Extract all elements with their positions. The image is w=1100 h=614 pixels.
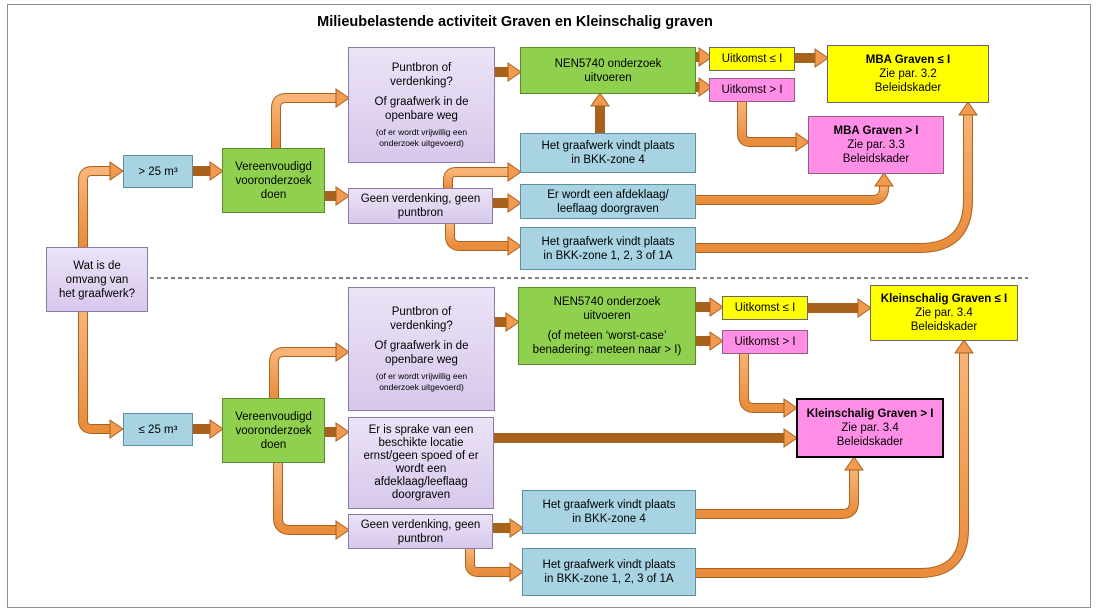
arrowhead-gt25-pre [209,161,224,181]
result-gt-box-top: Uitkomst > I [709,78,795,102]
arrowhead-start-bottom [109,419,124,439]
arrowhead-nosus-zone4-top [507,162,522,182]
arrow-nosus-z123-bot [466,549,510,576]
arrow-pre-nosus-bot [274,463,336,534]
arrowhead-le-ks-bot [857,298,872,318]
arrowhead-cover-mba-top [874,172,894,187]
arrow-start-top [79,167,110,247]
arrowhead-spoed-ks-bot [783,428,798,448]
arrow-outline-gt-mba-top [737,102,796,147]
diagram-frame [7,4,1091,608]
arrowhead-nen-gt-top [698,77,713,97]
arrowhead-pre-nosus-top [335,186,350,206]
arrow-z123-ks-bot [696,353,968,577]
size-le25-box: ≤ 25 m³ [123,413,193,446]
arrow-nosus-z123-top [446,224,508,250]
size-gt25-box: > 25 m³ [123,155,193,188]
arrowhead-sus-nen-bot [505,312,520,332]
arrowhead-nen-gt-bot [709,331,724,351]
arrow-outline-start-bottom [78,312,110,434]
arrow-outline-start-top [78,166,110,247]
arrowhead-pre-nosus-bot [335,520,350,540]
arrowhead-zone4-nen-top [590,92,610,107]
arrowhead-z123-mba-top [958,101,978,116]
arrowhead-z123-ks-bot [954,339,974,354]
arrow-cover-mba-top [696,184,888,204]
arrow-nosus-zone4-top [444,168,508,188]
arrow-outline-pre-suspect-bot [269,347,336,398]
result-gt-box-bottom: Uitkomst > I [722,330,808,354]
arrowhead-gt-ks-bot [783,398,798,418]
arrowhead-group [109,47,978,582]
arrowhead-pre-spoed-bot [335,422,350,442]
arrow-outline-pre-nosus-bot [273,463,336,535]
arrowhead-zone4-ks-bot [844,456,864,471]
arrowhead-nosus-z123-bot [509,562,524,582]
arrow-zone4-ks-bot [696,470,858,518]
arrowhead-nosus-z123-top [507,236,522,256]
arrow-outline-zone4-ks-bot [696,470,859,519]
arrowhead-nosus-cover-top [507,193,522,213]
arrowhead-nen-le-bot [709,297,724,317]
arrow-outline-gt-ks-bot [739,354,784,413]
arrowhead-nosus-zone4-bot [509,518,524,538]
diagram-title: Milieubelastende activiteit Graven en Kl… [317,14,713,30]
arrowhead-pre-suspect-top [335,88,350,108]
arrowhead-sus-nen-top [507,62,522,82]
arrowhead-pre-suspect-bot [335,342,350,362]
arrowhead-nen-le-top [698,47,713,67]
arrowhead-start-top [109,161,124,181]
cover-layer-box-top: Er wordt een afdeklaag/leeflaag doorgrav… [520,184,696,219]
arrow-start-bottom [79,312,110,433]
arrowhead-le-mba-top [814,48,829,68]
arrow-gt-ks-bot [740,354,784,412]
arrow-z123-mba-top [696,115,972,252]
arrow-gt-mba-top [738,102,796,146]
result-le-box-top: Uitkomst ≤ I [709,47,795,71]
arrow-outline-pre-suspect-top [271,93,336,148]
result-le-box-bottom: Uitkomst ≤ I [722,296,808,320]
arrow-pre-suspect-top [272,94,336,148]
arrowhead-gt-mba-top [795,132,810,152]
arrow-pre-suspect-bot [270,348,336,398]
arrow-outline-z123-ks-bot [696,353,969,578]
arrow-group [78,52,973,578]
arrowhead-le25-pre [209,419,224,439]
